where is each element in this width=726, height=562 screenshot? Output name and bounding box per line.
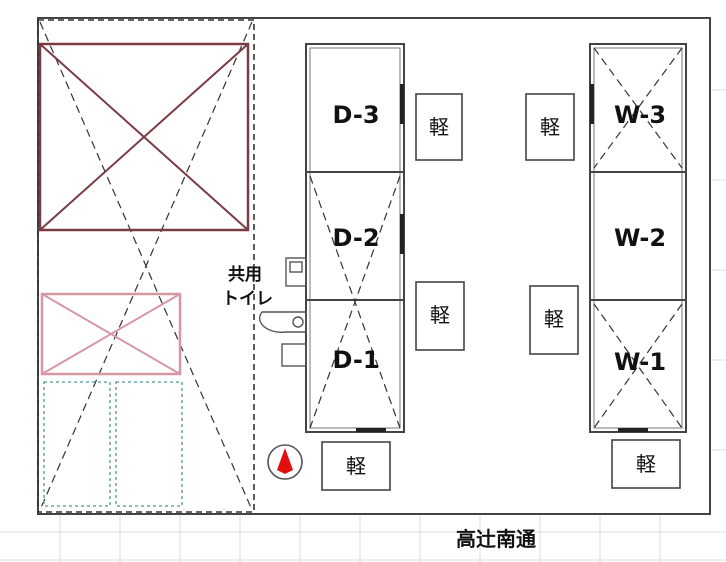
door-marker-d3 <box>400 84 404 124</box>
toilet-bowl-icon <box>285 257 307 287</box>
door-marker-d1 <box>356 428 386 432</box>
toilet-label-line2: トイレ <box>222 289 273 309</box>
toilet-tank <box>289 261 303 273</box>
d-unit-cross-b <box>309 175 401 429</box>
unit-label-d2: D-2 <box>332 224 379 252</box>
parking-space-front-left <box>321 441 391 491</box>
sink-basin <box>292 316 304 328</box>
left-parking-zone <box>37 19 255 513</box>
door-marker-d2 <box>400 214 404 254</box>
toilet-fixtures <box>258 257 307 367</box>
w3-cross-b <box>593 47 683 169</box>
w3-cross-a <box>593 47 683 169</box>
large-lot-cross-b <box>39 43 249 231</box>
parking-label-front-left: 軽 <box>346 454 366 478</box>
unit-label-w3: W-3 <box>614 101 666 129</box>
parking-space-front-right <box>611 439 681 489</box>
background-grid <box>0 89 726 562</box>
parking-space-w3 <box>525 93 575 161</box>
toilet-label-line1: 共用 <box>228 265 262 285</box>
large-lot <box>38 42 250 232</box>
building-w <box>589 43 687 433</box>
left-zone-dashed-outline <box>37 19 255 513</box>
parking-label-w1: 軽 <box>544 307 564 331</box>
unit-label-w2: W-2 <box>614 224 666 252</box>
parking-spaces <box>321 93 681 491</box>
small-lot-cross-b <box>41 293 181 375</box>
parking-label-front-right: 軽 <box>636 452 656 476</box>
door-marker-w1 <box>618 428 648 432</box>
parking-space-d1 <box>415 281 465 351</box>
parking-label-w3: 軽 <box>540 115 560 139</box>
street-name: 高辻南通 <box>456 527 536 551</box>
parking-label-d1: 軽 <box>430 303 450 327</box>
unit-label-d3: D-3 <box>332 101 379 129</box>
sink-icon <box>258 311 307 333</box>
building-d <box>305 43 405 433</box>
parking-label-d3: 軽 <box>429 115 449 139</box>
teal-lot-2 <box>115 381 183 507</box>
left-zone-cross-line-b <box>39 21 253 511</box>
parking-space-w1 <box>529 285 579 355</box>
small-lot <box>40 292 182 376</box>
site-boundary <box>37 17 711 515</box>
north-arrow-icon <box>267 444 303 480</box>
unit-label-d1: D-1 <box>332 346 379 374</box>
door-marker-w3 <box>590 84 594 124</box>
utility-box <box>281 343 307 367</box>
teal-lot-1 <box>43 381 111 507</box>
parking-space-d3 <box>415 93 463 161</box>
unit-label-w1: W-1 <box>614 348 666 376</box>
